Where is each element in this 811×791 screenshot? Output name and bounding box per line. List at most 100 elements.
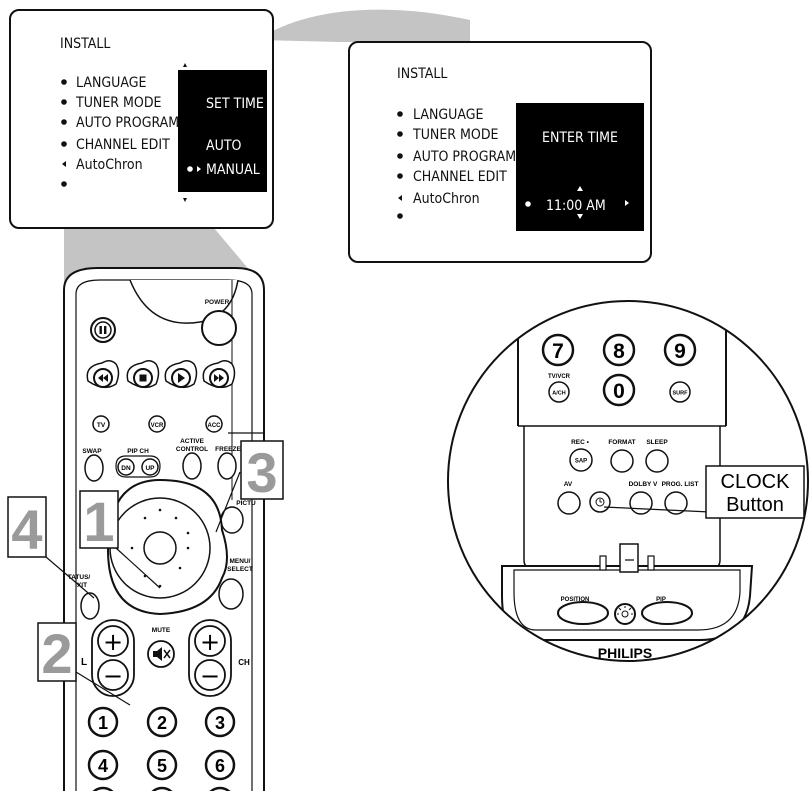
callout-button-label: Button [726,494,784,516]
menu-item-auto-program: AUTO PROGRAM [413,149,516,165]
tv-vcr-label: TV/VCR [548,374,571,380]
screen-left-title: INSTALL [60,36,110,52]
plus-label: + [103,628,123,656]
menu-select-button[interactable] [218,578,244,610]
pip-ch-up-button[interactable] [141,458,159,476]
ch-label: CH [238,658,250,667]
ach-button[interactable] [548,381,570,403]
digit-label: 4 [98,756,108,776]
fast-forward-button[interactable] [202,360,236,389]
cursor-center-button[interactable] [143,531,177,565]
menu-item-autochron: AutoChron [413,191,480,207]
option-manual: MANUAL [206,162,260,178]
screen-right-title: INSTALL [397,66,447,82]
pip-button[interactable] [641,601,693,625]
clock-callout [705,465,805,519]
pip-ch-label: PIP CH [127,448,149,455]
digit-9-button[interactable]: 9 [663,333,697,367]
pip-ch-down-button[interactable] [117,458,135,476]
digit-5-button[interactable]: 5 [146,749,178,781]
vcr-button[interactable] [148,415,166,433]
step-2-number: 2 [41,622,72,685]
digit-label: 7 [552,340,564,363]
format-button[interactable] [610,449,634,473]
digit-label: 8 [613,340,625,363]
menu-item-tuner-mode: TUNER MODE [412,127,499,143]
menu-item-tuner-mode: TUNER MODE [75,95,162,111]
volume-up-button[interactable] [97,625,129,657]
surf-label: SURF [673,391,689,397]
step-callouts: 1 3 4 2 [7,440,284,706]
menu-item-autochron: AutoChron [76,157,143,173]
menu-label: MENU/ [230,558,251,565]
menu-item-channel-edit: CHANNEL EDIT [413,169,507,185]
brand-logo: PHILIPS [598,645,652,661]
pip-label: PIP [656,597,666,603]
option-auto: AUTO [206,138,242,154]
screen-right: INSTALL LANGUAGE TUNER MODE AUTO PROGRAM… [348,41,652,263]
dolby-label: DOLBY V [629,481,658,488]
digit-1-button[interactable]: 1 [87,706,119,738]
callout-clock-label: CLOCK [721,471,791,493]
digit-label: 6 [215,756,225,776]
exit-label: XIT [77,582,87,589]
digit-7-button[interactable]: 7 [541,333,575,367]
freeze-label: FREEZE [215,446,241,453]
surf-button[interactable] [669,381,691,403]
minus-label: − [200,662,220,690]
plus-label: + [200,628,220,656]
av-button[interactable] [557,491,581,515]
digit-label: 3 [215,713,225,733]
clock-icon [595,497,605,507]
prog-list-button[interactable] [664,491,688,515]
status-label: TATUS/ [68,574,91,581]
digit-4-button[interactable]: 4 [87,749,119,781]
channel-up-button[interactable] [194,625,226,657]
enter-time-title: ENTER TIME [542,130,618,146]
channel-down-button[interactable] [194,659,226,691]
position-label: POSITION [561,597,590,603]
up-label: UP [145,465,155,472]
dolby-button[interactable] [629,491,653,515]
digit-3-button[interactable]: 3 [204,706,236,738]
rec-label: REC • [571,439,590,446]
mute-icon [153,647,171,661]
minus-label: − [103,662,123,690]
power-button[interactable] [201,310,237,346]
remote-control: POWER TV VCR ACC [63,267,265,791]
digit-0-button[interactable]: 0 [602,373,636,407]
sleep-button[interactable] [645,449,669,473]
control-label: CONTROL [176,446,208,453]
freeze-button[interactable] [217,452,237,480]
active-control-button[interactable] [182,452,202,480]
dn-label: DN [121,465,131,472]
digit-2-button[interactable]: 2 [146,706,178,738]
position-button[interactable] [557,601,609,625]
time-value: 11:00 AM [546,198,606,214]
volume-down-button[interactable] [97,659,129,691]
step-4-number: 4 [11,498,42,561]
power-label: POWER [205,299,230,306]
vcr-label: VCR [151,423,164,429]
digit-label: 2 [157,713,167,733]
status-exit-button[interactable] [80,592,100,620]
select-label: SELECT [227,566,253,573]
digit-label: 9 [674,340,686,363]
stop-button[interactable] [126,360,160,389]
acc-button[interactable] [205,415,223,433]
swap-button[interactable] [84,454,104,482]
rewind-button[interactable] [86,360,120,389]
tv-label: TV [97,422,106,429]
sap-button[interactable] [569,448,593,472]
tv-button[interactable] [92,415,110,433]
menu-item-language: LANGUAGE [413,107,483,123]
digit-6-button[interactable]: 6 [204,749,236,781]
play-button[interactable] [164,360,198,389]
digit-8-button[interactable]: 8 [602,333,636,367]
menu-item-auto-program: AUTO PROGRAM [76,115,179,131]
step-3-number: 3 [246,441,277,504]
format-label: FORMAT [608,439,635,446]
picture-label: PICTU [236,500,256,507]
acc-label: ACC [208,423,222,429]
